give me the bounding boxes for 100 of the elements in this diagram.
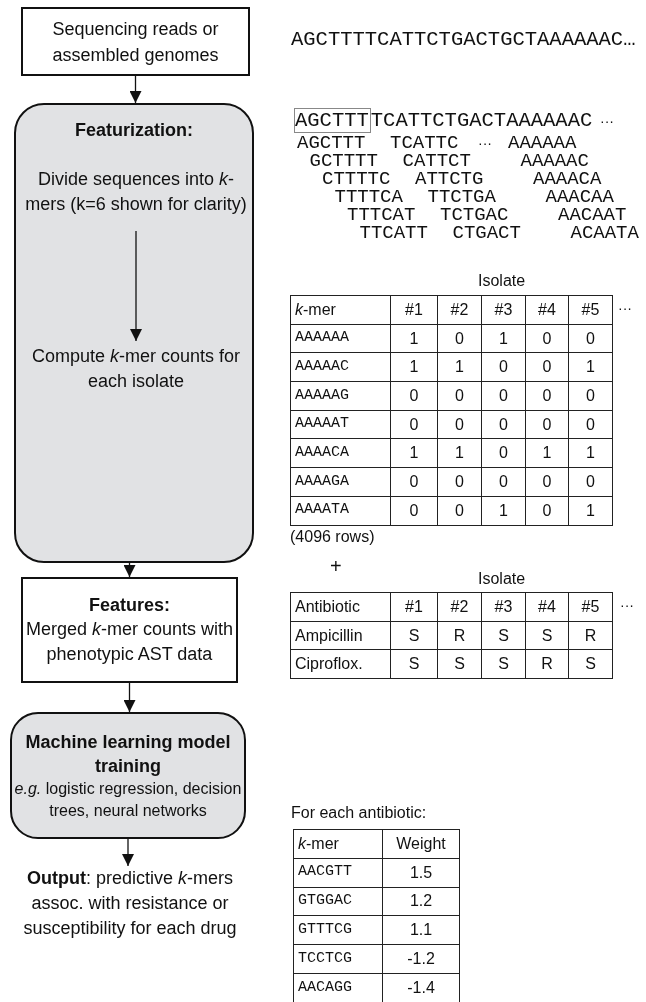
- table-cell: 1.5: [382, 858, 460, 888]
- kmer-text: CTGACT: [452, 224, 521, 242]
- table-cell: S: [481, 621, 526, 650]
- table-cell: AAAAAG: [290, 381, 391, 411]
- process-box: [21, 577, 238, 683]
- table-cell: -1.2: [382, 944, 460, 974]
- table-cell: 1: [390, 438, 438, 468]
- table-cell: 1: [481, 324, 526, 353]
- table-cell: 1: [437, 352, 482, 382]
- table-cell: 0: [437, 496, 482, 525]
- ellipsis: ···: [478, 134, 492, 152]
- table-cell: Ampicillin: [290, 621, 391, 650]
- kmer-text: AAACAA: [545, 188, 614, 206]
- node-text: Sequencing reads or assembled genomes: [51, 17, 220, 67]
- note-text: For each antibiotic:: [291, 803, 427, 823]
- table-cell: 0: [525, 381, 569, 411]
- table-cell: 0: [390, 410, 438, 439]
- table-cell: Ciproflox.: [290, 649, 391, 679]
- node-text: Featurization:: [75, 119, 193, 142]
- table-cell: AACGTT: [293, 858, 383, 888]
- table-header-cell: Weight: [382, 829, 460, 859]
- kmer-text: TCATTC: [390, 134, 459, 152]
- process-box: [21, 7, 250, 76]
- table-header-cell: Antibiotic: [290, 592, 391, 622]
- table-cell: 1: [525, 438, 569, 468]
- table-cell: AAAAAT: [290, 410, 391, 439]
- table-cell: 1: [390, 324, 438, 353]
- kmer-text: TTTTCA: [334, 188, 403, 206]
- table-header-cell: #4: [525, 295, 569, 325]
- table-cell: 1: [568, 352, 613, 382]
- table-cell: 0: [525, 467, 569, 497]
- table-cell: 1: [568, 438, 613, 468]
- table-cell: 0: [568, 467, 613, 497]
- table-cell: 0: [481, 381, 526, 411]
- table-cell: S: [390, 649, 438, 679]
- table-cell: 1.1: [382, 915, 460, 945]
- table-cell: AAAACA: [290, 438, 391, 468]
- table-cell: S: [568, 649, 613, 679]
- node-text: Merged k-mer counts with phenotypic AST data: [24, 618, 235, 666]
- arrow: [130, 230, 142, 342]
- kmer-text: AAAAAA: [508, 134, 577, 152]
- table-cell: 0: [390, 496, 438, 525]
- table-cell: 0: [525, 324, 569, 353]
- ellipsis: ···: [618, 299, 632, 318]
- table-header-cell: #2: [437, 592, 482, 622]
- table-cell: R: [525, 649, 569, 679]
- table-cell: 0: [568, 381, 613, 411]
- dna-sequence: AGCTTTTCATTCTGACTAAAAAAC: [294, 109, 593, 133]
- node-text: Compute k-mer counts for each isolate: [30, 345, 242, 393]
- node-text: Divide sequences into k-mers (k=6 shown for clarity): [24, 168, 248, 216]
- kmer-text: ACAATA: [570, 224, 639, 242]
- table-cell: AAAATA: [290, 496, 391, 525]
- heading: Machine learning model training: [24, 730, 232, 778]
- table-cell: 0: [437, 467, 482, 497]
- table-header-cell: #4: [525, 592, 569, 622]
- note-text: (4096 rows): [290, 527, 375, 547]
- plus-sign: +: [330, 556, 342, 576]
- table-cell: GTGGAC: [293, 887, 383, 916]
- table-cell: 1: [481, 496, 526, 525]
- column-group-label: Isolate: [478, 271, 526, 291]
- table-header-cell: #1: [390, 592, 438, 622]
- table-cell: 1.2: [382, 887, 460, 916]
- kmer-text: AACAAT: [558, 206, 627, 224]
- table-cell: 1: [568, 496, 613, 525]
- arrow: [123, 682, 136, 713]
- kmer-text: TTTCAT: [347, 206, 416, 224]
- table-cell: 0: [390, 381, 438, 411]
- table-cell: AAAAGA: [290, 467, 391, 497]
- kmer-text: TTCTGA: [427, 188, 496, 206]
- table-cell: AACAGG: [293, 973, 383, 1002]
- table-cell: 0: [437, 410, 482, 439]
- node-text: e.g. logistic regression, decision trees, neural networks: [13, 778, 243, 821]
- table-cell: 0: [525, 496, 569, 525]
- table-cell: AAAAAC: [290, 352, 391, 382]
- table-header-cell: k-mer: [293, 829, 383, 859]
- kmer-text: AAAACA: [533, 170, 602, 188]
- kmer-text: GCTTTT: [309, 152, 378, 170]
- table-cell: S: [390, 621, 438, 650]
- kmer-text: AGCTTT: [297, 134, 366, 152]
- dna-sequence: AGCTTTTCATTCTGACTGCTAAAAAAC…: [291, 28, 636, 52]
- table-cell: S: [437, 649, 482, 679]
- table-cell: 0: [525, 352, 569, 382]
- table-header-cell: #5: [568, 592, 613, 622]
- table-cell: 0: [481, 410, 526, 439]
- table-cell: 0: [525, 410, 569, 439]
- table-cell: 0: [437, 324, 482, 353]
- table-cell: 0: [481, 352, 526, 382]
- heading: Features:: [89, 594, 170, 617]
- table-cell: S: [525, 621, 569, 650]
- table-header-cell: #5: [568, 295, 613, 325]
- table-cell: 1: [390, 352, 438, 382]
- table-cell: R: [437, 621, 482, 650]
- kmer-text: AAAAAC: [520, 152, 589, 170]
- table-cell: 0: [568, 324, 613, 353]
- table-cell: 0: [568, 410, 613, 439]
- table-cell: 0: [481, 467, 526, 497]
- table-header-cell: k-mer: [290, 295, 391, 325]
- kmer-text: CTTTTC: [322, 170, 391, 188]
- table-cell: 1: [437, 438, 482, 468]
- table-header-cell: #1: [390, 295, 438, 325]
